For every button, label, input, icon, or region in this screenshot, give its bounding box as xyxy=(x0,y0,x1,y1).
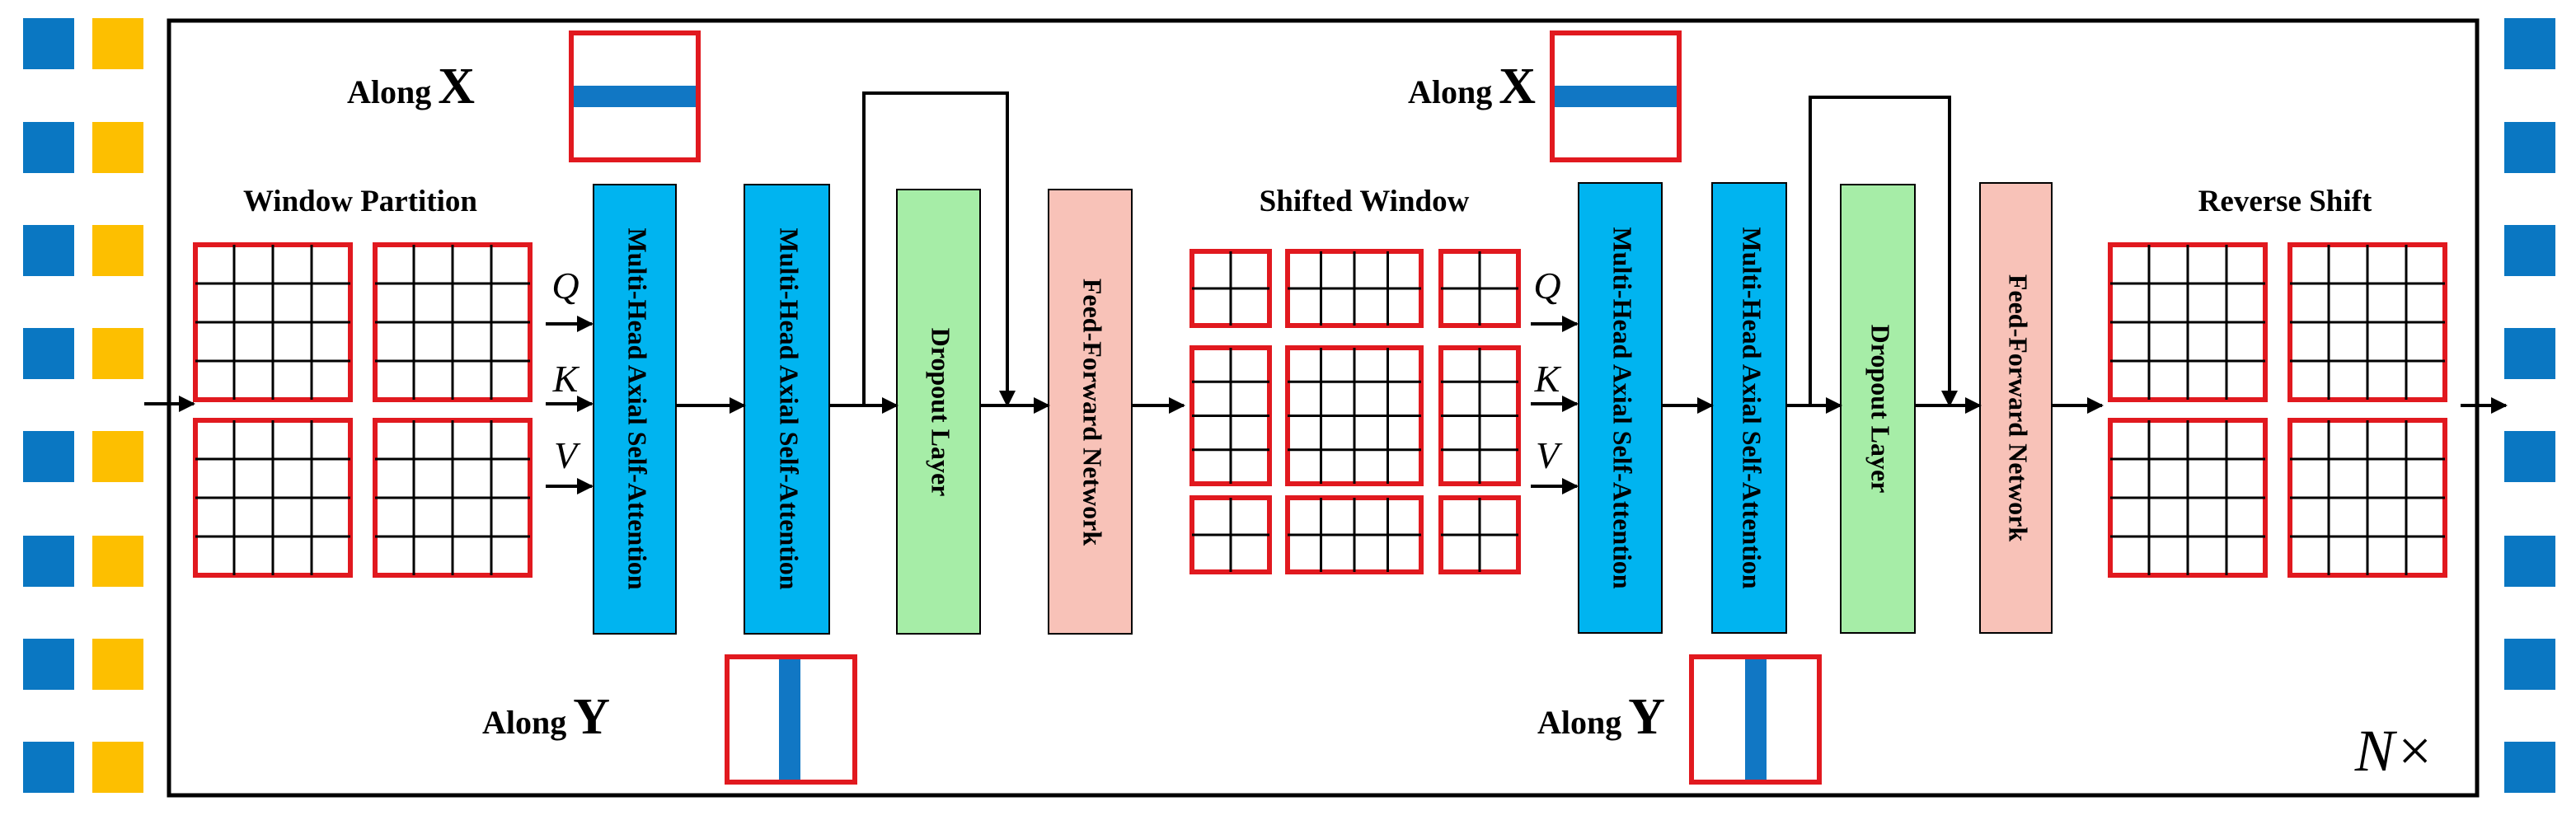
along-y-bar-2 xyxy=(1745,659,1767,780)
ffn-block-label: Feed-Forward Network xyxy=(1078,279,1108,546)
sw-grid-9 xyxy=(1438,495,1521,574)
ffn-block xyxy=(1048,189,1133,635)
input-token-yellow xyxy=(92,18,143,69)
input-token-blue xyxy=(23,328,74,379)
sw-grid-8 xyxy=(1285,495,1424,574)
shifted-window-title: Shifted Window xyxy=(1260,185,1470,218)
output-token xyxy=(2504,639,2555,690)
sw-grid-3 xyxy=(1438,249,1521,328)
attention-block-x-2-label: Multi-Head Axial Self-Attention xyxy=(1608,227,1638,588)
q-label: Q xyxy=(551,265,579,307)
input-token-blue xyxy=(23,536,74,587)
residual-skip-line-2 xyxy=(1809,96,1958,407)
input-token-column xyxy=(23,18,143,793)
ffn-block-2 xyxy=(1979,182,2053,634)
attention-block-x-2 xyxy=(1578,182,1663,634)
attention-block-y-2 xyxy=(1711,182,1787,634)
repeat-label: N× xyxy=(2354,718,2435,784)
input-token-yellow xyxy=(92,742,143,793)
rs-grid-tl xyxy=(2108,242,2268,402)
input-token-yellow xyxy=(92,225,143,276)
wp-grid-tl xyxy=(193,242,353,402)
along-y-bar xyxy=(779,659,800,780)
input-token-blue xyxy=(23,225,74,276)
block-frame xyxy=(167,18,2480,798)
ffn-block-2-label: Feed-Forward Network xyxy=(2004,274,2034,542)
output-token xyxy=(2504,431,2555,482)
window-partition-grids xyxy=(193,242,533,578)
input-token-blue xyxy=(23,742,74,793)
k-label: K xyxy=(552,358,580,400)
attention-block-y-label: Multi-Head Axial Self-Attention xyxy=(775,227,805,589)
sw-grid-2 xyxy=(1285,249,1424,328)
attention-block-y-2-label: Multi-Head Axial Self-Attention xyxy=(1738,227,1767,588)
output-token xyxy=(2504,328,2555,379)
residual-skip-line xyxy=(862,91,1016,407)
dropout-block xyxy=(896,189,981,635)
sw-grid-6 xyxy=(1438,345,1521,486)
output-token xyxy=(2504,536,2555,587)
attention-block-x-label: Multi-Head Axial Self-Attention xyxy=(623,227,653,589)
input-token-yellow xyxy=(92,431,143,482)
attention-block-y xyxy=(744,184,830,635)
window-partition-title: Window Partition xyxy=(243,185,477,218)
input-token-yellow xyxy=(92,639,143,690)
v-label: V xyxy=(554,434,581,476)
sw-grid-4 xyxy=(1189,345,1272,486)
input-token-blue xyxy=(23,122,74,173)
sw-grid-5 xyxy=(1285,345,1424,486)
reverse-shift-title: Reverse Shift xyxy=(2198,185,2372,218)
rs-grid-bl xyxy=(2108,418,2268,578)
wp-grid-bl xyxy=(193,418,353,578)
q-label-2: Q xyxy=(1533,265,1560,307)
input-token-yellow xyxy=(92,536,143,587)
v-label-2: V xyxy=(1536,434,1563,476)
output-token xyxy=(2504,18,2555,69)
sw-grid-1 xyxy=(1189,249,1272,328)
output-token xyxy=(2504,225,2555,276)
input-token-blue xyxy=(23,639,74,690)
wp-grid-br xyxy=(373,418,533,578)
output-token-column xyxy=(2504,18,2555,793)
output-token xyxy=(2504,742,2555,793)
output-token xyxy=(2504,122,2555,173)
sw-grid-7 xyxy=(1189,495,1272,574)
input-token-yellow xyxy=(92,122,143,173)
shifted-window-grids xyxy=(1189,249,1521,574)
input-token-yellow xyxy=(92,328,143,379)
rs-grid-tr xyxy=(2287,242,2447,402)
along-x-bar-2 xyxy=(1555,86,1677,107)
reverse-shift-grids xyxy=(2108,242,2447,578)
dropout-block-2-label: Dropout Layer xyxy=(1866,325,1896,494)
wp-grid-tr xyxy=(373,242,533,402)
input-token-blue xyxy=(23,431,74,482)
k-label-2: K xyxy=(1534,358,1562,400)
dropout-block-2 xyxy=(1840,184,1916,634)
input-token-blue xyxy=(23,18,74,69)
rs-grid-br xyxy=(2287,418,2447,578)
along-x-bar xyxy=(574,86,696,107)
dropout-block-label: Dropout Layer xyxy=(927,328,956,497)
attention-block-x xyxy=(593,184,677,635)
